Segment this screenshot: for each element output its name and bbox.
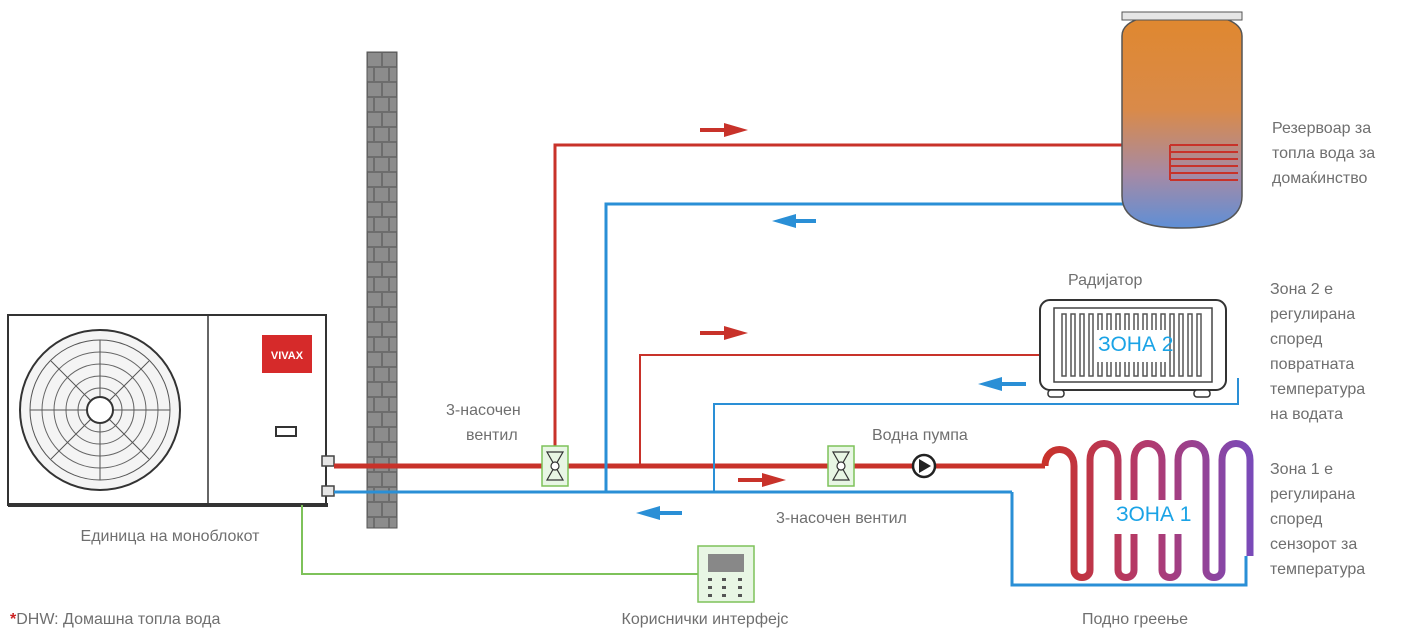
dhw-tank-label: Резервоар за топла вода за домаќинство (1272, 120, 1376, 187)
water-pump-label: Водна пумпа (872, 427, 968, 444)
arrow-left-icon (636, 506, 682, 520)
pump-icon (911, 453, 937, 479)
arrow-left-icon (772, 214, 816, 228)
arrow-right-icon (700, 123, 748, 137)
brick-wall (366, 51, 398, 529)
control-wire (301, 505, 705, 575)
three-way-valve-right (827, 445, 855, 487)
user-interface-controller (697, 545, 755, 603)
monoblock-unit: VIVAX (7, 314, 335, 507)
zone2-label: ЗОНА 2 (1098, 333, 1174, 356)
footnote: *DHW: Домашна топла вода (10, 607, 220, 632)
three-way-valve-right-label: 3-насочен вентил (776, 510, 907, 527)
flow-arrows (636, 123, 1026, 520)
three-way-valve-left-label: 3-насочен вентил (446, 402, 521, 444)
footnote-text: DHW: Домашна топла вода (16, 611, 221, 628)
zone1-label: ЗОНА 1 (1116, 503, 1192, 526)
arrow-left-icon (978, 377, 1026, 391)
radiator (1039, 299, 1227, 398)
floor-heating-coil (1041, 440, 1254, 581)
user-interface-label: Кориснички интерфејс (621, 611, 789, 628)
tank-heat-coil (1169, 144, 1238, 181)
dhw-tank (1121, 11, 1243, 229)
return-pipes (334, 202, 1248, 587)
arrow-right-icon (700, 326, 748, 340)
floor-heating-label: Подно греење (1082, 611, 1188, 628)
brand-logo (262, 335, 312, 373)
monoblock-unit-label: Единица на моноблокот (80, 528, 260, 545)
unit-handle (275, 426, 297, 437)
brand-logo-text: VIVAX (271, 350, 304, 362)
three-way-valve-left (541, 445, 569, 487)
arrow-right-icon (738, 473, 786, 487)
radiator-label: Радијатор (1068, 272, 1143, 289)
fan-icon (19, 329, 181, 491)
zone1-description: Зона 1 е регулирана според сензорот за т… (1270, 461, 1366, 578)
footnote-asterisk: * (10, 611, 17, 628)
zone2-description: Зона 2 е регулирана според повратната те… (1270, 281, 1366, 423)
